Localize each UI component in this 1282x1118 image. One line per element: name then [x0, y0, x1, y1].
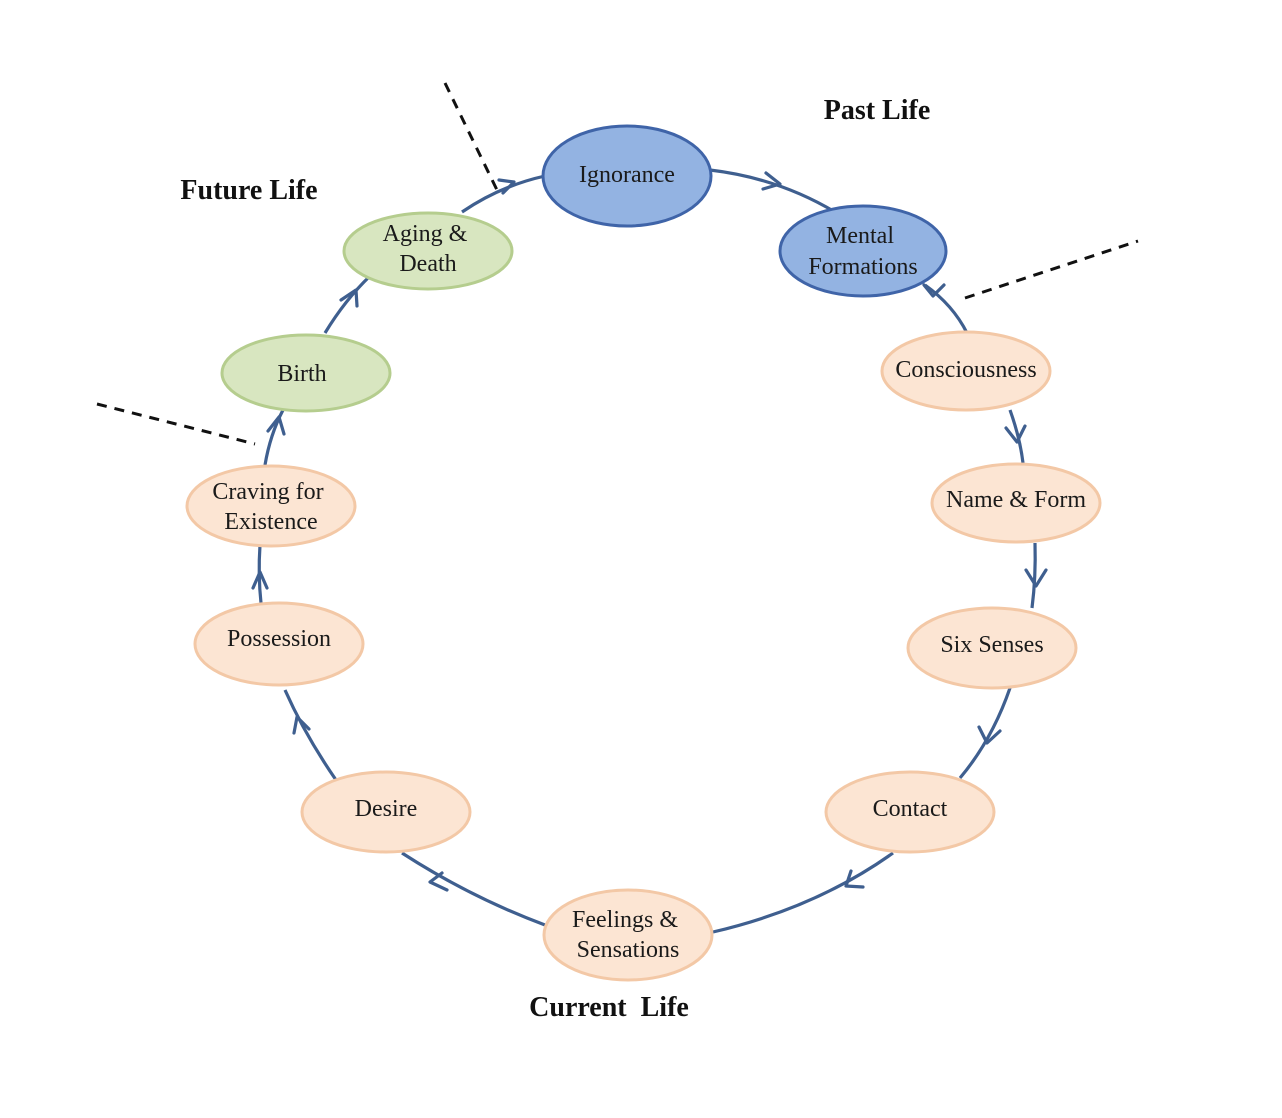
- svg-text:Mental Formations: Mental Formations: [808, 223, 917, 280]
- section-label-current-life: Current Life: [529, 992, 689, 1023]
- cycle-nodes: Ignorance Mental Formations Consciousnes…: [185, 124, 1102, 982]
- edge-name-and-form-to-six-senses: [1030, 542, 1037, 609]
- node-birth-shape: [220, 333, 392, 413]
- arrowhead-to-ignorance: [497, 178, 516, 195]
- edge-craving-to-birth: [263, 409, 285, 466]
- arrowhead-to-feelings: [844, 869, 865, 889]
- node-aging-and-death-label-line2: Death: [399, 251, 456, 277]
- node-feelings-and-sensations-label-line1: Feelings &: [572, 907, 678, 933]
- node-ignorance-label: Ignorance: [579, 162, 675, 188]
- svg-text:Birth: Birth: [277, 361, 326, 387]
- node-name-and-form-shape: [930, 462, 1102, 544]
- edge-desire-to-possession: [283, 689, 338, 781]
- svg-text:Contact: Contact: [873, 796, 948, 822]
- node-birth-label: Birth: [277, 361, 326, 387]
- node-name-and-form: Name & Form: [930, 462, 1102, 544]
- divider-past-current: [964, 239, 1139, 300]
- divider-future-past: [443, 82, 499, 191]
- node-six-senses-shape: [906, 606, 1078, 690]
- svg-text:Craving for Existence: Craving for Existence: [212, 479, 329, 535]
- node-name-and-form-label: Name & Form: [946, 487, 1086, 513]
- node-feelings-and-sensations-shape: [542, 888, 714, 982]
- svg-text:Ignorance: Ignorance: [579, 162, 675, 188]
- arrowhead-to-name-and-form: [1004, 424, 1027, 444]
- edge-contact-to-feelings: [712, 851, 894, 934]
- node-contact-label: Contact: [873, 796, 948, 822]
- svg-text:Six Senses: Six Senses: [940, 632, 1043, 658]
- cycle-edges: [257, 168, 1037, 934]
- section-label-past-life: Past Life: [824, 95, 931, 126]
- node-aging-and-death-label-line1: Aging &: [383, 221, 468, 247]
- node-craving-for-existence-label-line2: Existence: [224, 509, 317, 535]
- node-mental-formations-label-line2: Formations: [808, 254, 917, 280]
- node-mental-formations-shape: [778, 204, 948, 298]
- node-consciousness: Consciousness: [880, 330, 1052, 412]
- arrowhead-to-consciousness: [922, 283, 946, 298]
- arrowhead-to-aging: [339, 288, 359, 308]
- edge-mental-formations-to-consciousness: [924, 283, 969, 334]
- arrowhead-to-contact: [977, 725, 1002, 745]
- node-possession-label: Possession: [227, 626, 331, 652]
- node-six-senses: Six Senses: [906, 606, 1078, 690]
- node-aging-and-death-shape: [342, 211, 514, 291]
- node-ignorance-shape: [541, 124, 713, 228]
- node-contact: Contact: [824, 770, 996, 854]
- node-desire-label: Desire: [355, 796, 418, 822]
- node-consciousness-shape: [880, 330, 1052, 412]
- svg-text:Desire: Desire: [355, 796, 418, 822]
- arrowhead-to-craving: [251, 570, 269, 590]
- edge-feelings-to-desire: [401, 851, 546, 927]
- node-mental-formations: Mental Formations: [778, 204, 948, 298]
- node-birth: Birth: [220, 333, 392, 413]
- arrowhead-to-birth: [266, 415, 286, 436]
- node-six-senses-label: Six Senses: [940, 632, 1043, 658]
- cycle-arrowheads: [251, 171, 1048, 892]
- node-mental-formations-label-line1: Mental: [826, 223, 894, 249]
- edge-aging-to-ignorance: [461, 174, 546, 214]
- arrowhead-to-desire: [428, 871, 449, 892]
- section-label-future-life: Future Life: [180, 175, 317, 206]
- node-craving-for-existence-shape: [185, 464, 357, 548]
- svg-text:Possession: Possession: [227, 626, 331, 652]
- node-aging-and-death: Aging & Death: [342, 211, 514, 291]
- node-feelings-and-sensations-label-line2: Sensations: [577, 937, 680, 963]
- node-craving-for-existence: Craving for Existence: [185, 464, 357, 548]
- node-desire: Desire: [300, 770, 472, 854]
- svg-text:Name & Form: Name & Form: [946, 487, 1086, 513]
- node-possession: Possession: [193, 601, 365, 687]
- node-contact-shape: [824, 770, 996, 854]
- edge-six-senses-to-contact: [958, 687, 1012, 780]
- node-ignorance: Ignorance: [541, 124, 713, 228]
- node-desire-shape: [300, 770, 472, 854]
- arrowhead-to-possession: [292, 715, 311, 735]
- node-possession-shape: [193, 601, 365, 687]
- edge-birth-to-aging: [323, 274, 372, 334]
- divider-current-future: [96, 402, 256, 446]
- arrowhead-to-mental-formations: [761, 171, 782, 191]
- svg-text:Consciousness: Consciousness: [895, 357, 1036, 383]
- node-craving-for-existence-label-line1: Craving for: [212, 479, 323, 505]
- svg-text:Feelings & Sensations: Feelings & Sensations: [572, 907, 684, 963]
- svg-text:Aging & Death: Aging & Death: [383, 221, 474, 277]
- node-feelings-and-sensations: Feelings & Sensations: [542, 888, 714, 982]
- node-consciousness-label: Consciousness: [895, 357, 1036, 383]
- arrowhead-to-six-senses: [1024, 568, 1048, 588]
